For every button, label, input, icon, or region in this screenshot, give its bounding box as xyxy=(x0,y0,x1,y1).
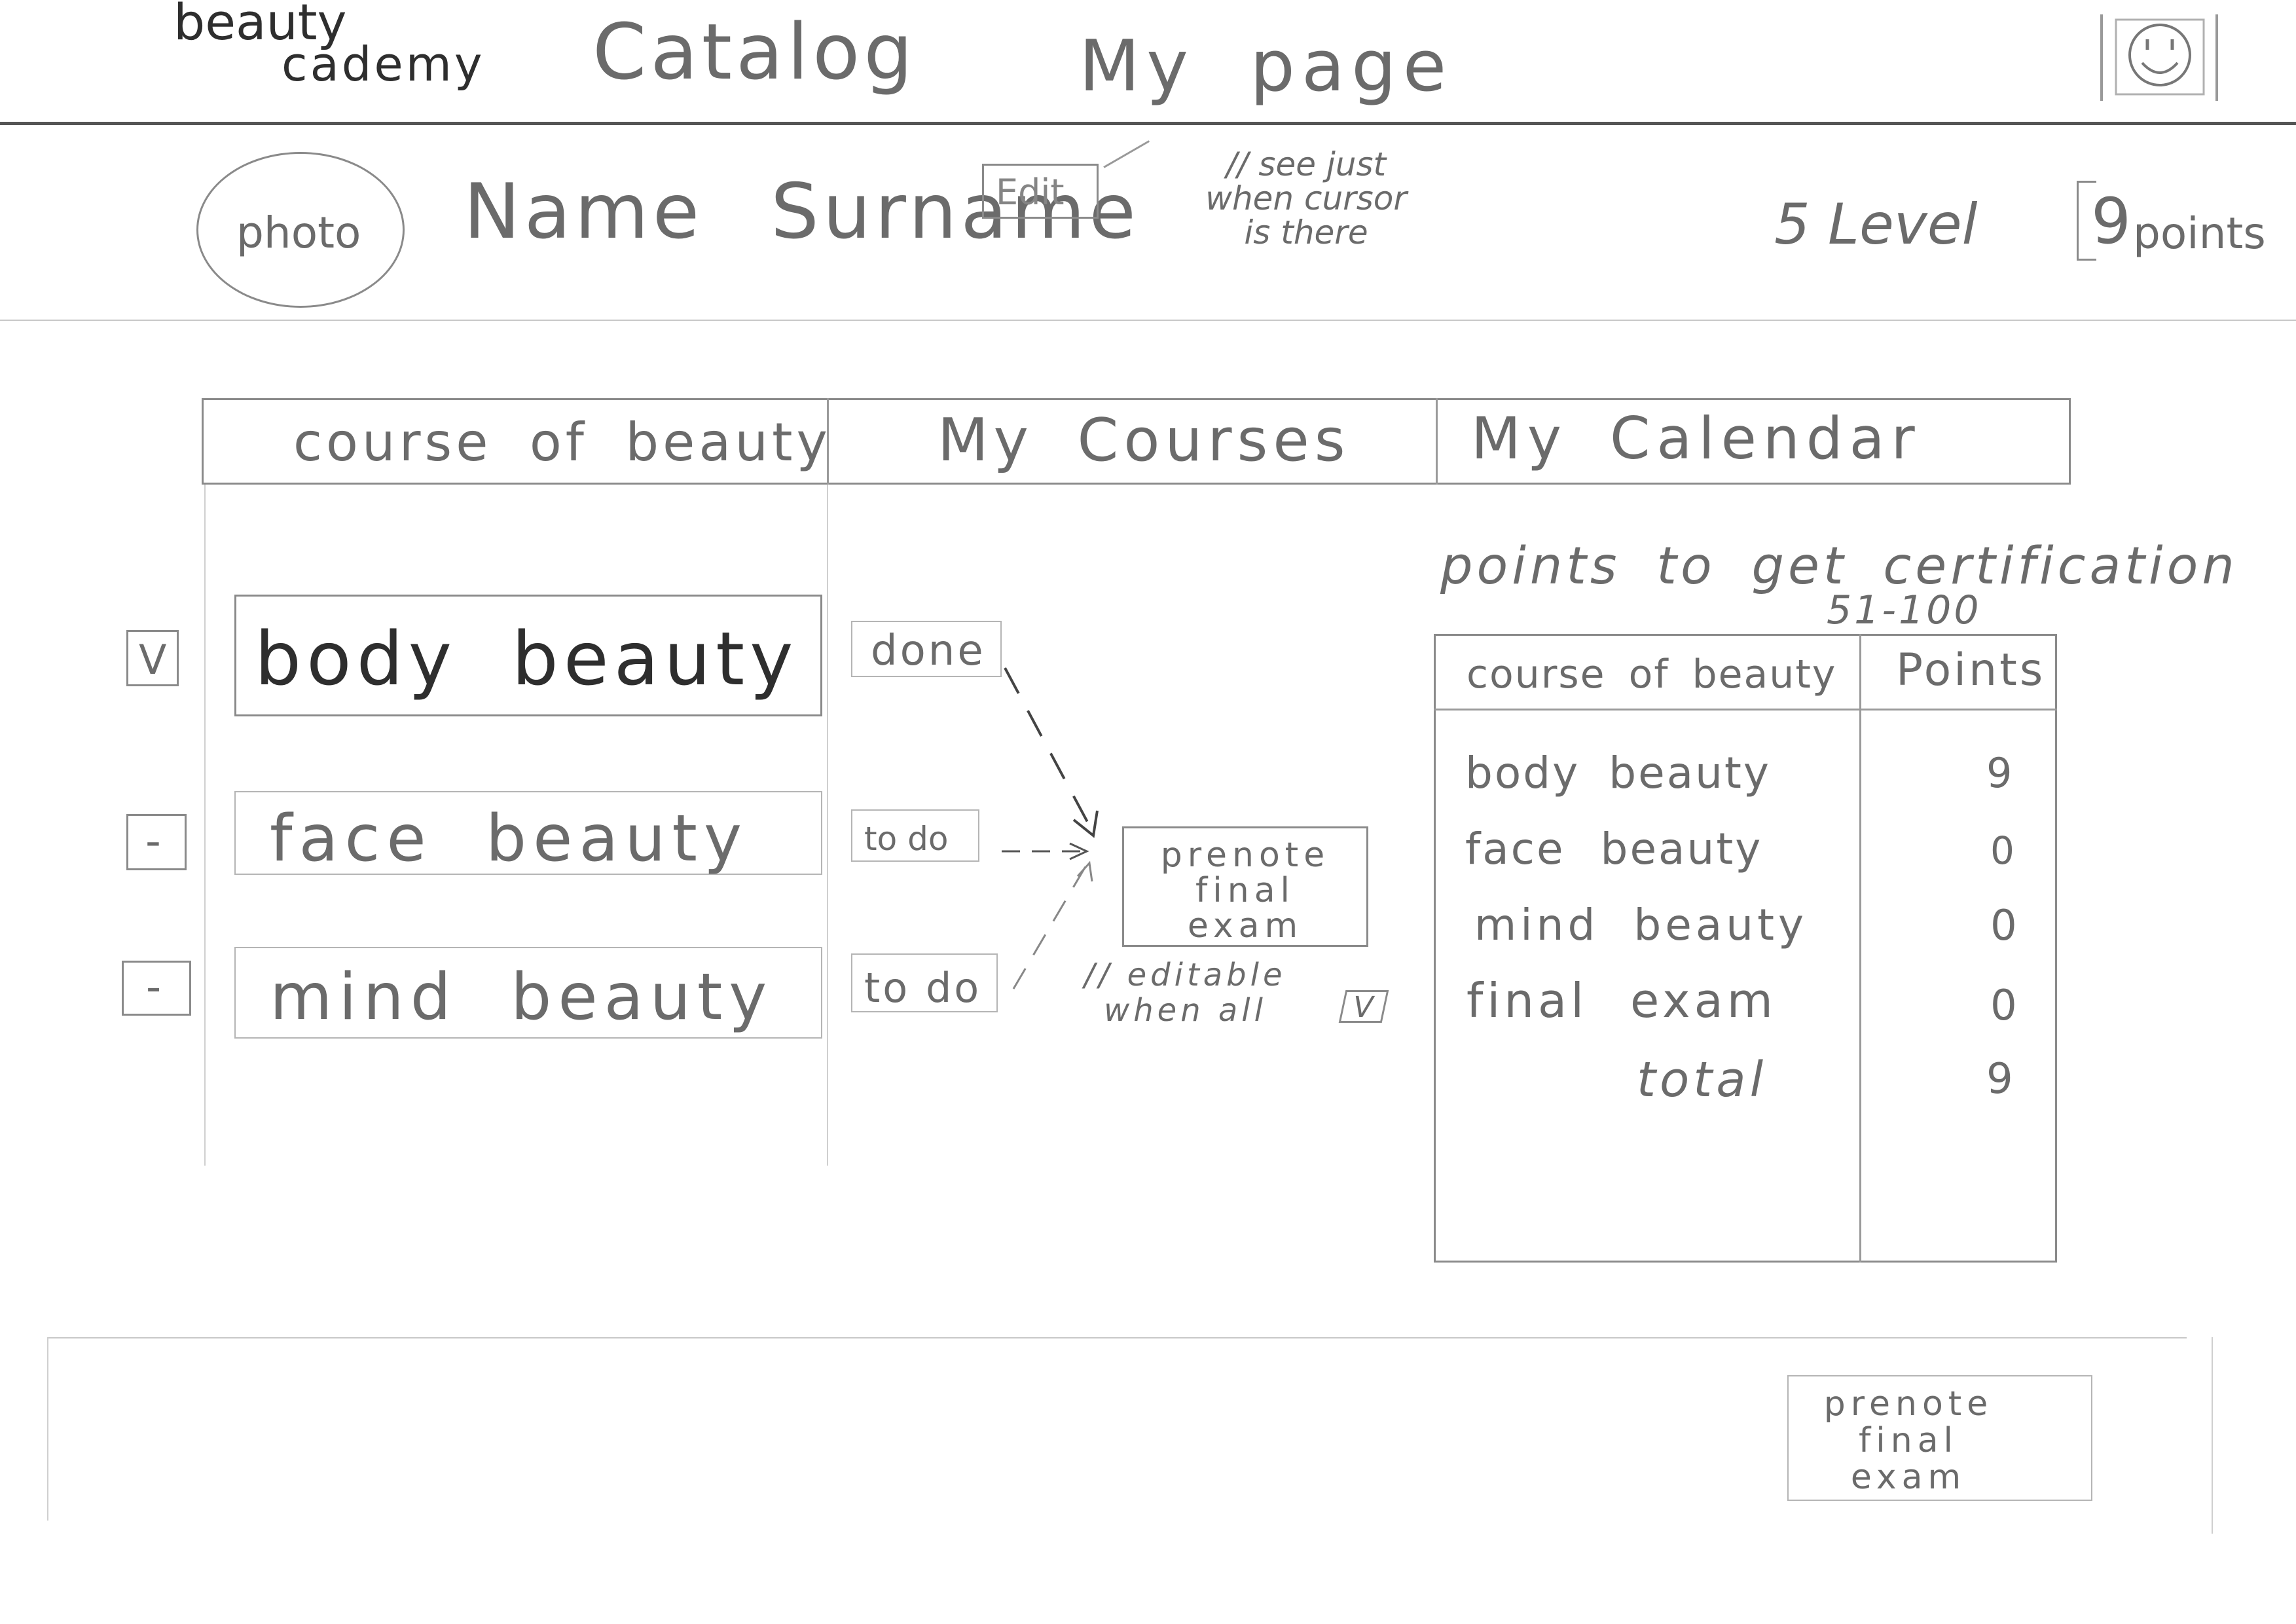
points-row-course-mind: mind beauty xyxy=(1474,900,1808,950)
nav-my-page[interactable]: My page xyxy=(1079,26,1453,107)
course-name-face: face beauty xyxy=(270,802,748,876)
points-total-label: total xyxy=(1637,1052,1768,1108)
course-checkbox-face[interactable]: - xyxy=(126,814,187,870)
user-level: 5 Level xyxy=(1774,192,1978,257)
profile-divider xyxy=(0,320,2296,321)
footer-prenote-line-2: final xyxy=(1858,1421,1959,1460)
prenote-line-1: prenote xyxy=(1160,836,1330,875)
points-row-course-final: final exam xyxy=(1467,973,1777,1028)
points-label: points xyxy=(2133,208,2266,259)
footer-top-line xyxy=(47,1337,2187,1338)
nav-catalog[interactable]: Catalog xyxy=(592,7,917,97)
prenote-note-check: V xyxy=(1349,991,1377,1024)
edit-note-pointer xyxy=(1103,140,1150,168)
course-status-mind[interactable]: to do xyxy=(851,953,998,1012)
course-item-mind-beauty[interactable]: mind beauty xyxy=(234,947,822,1039)
prenote-label: prenote final exam xyxy=(1137,838,1353,944)
course-checkbox-mind[interactable]: - xyxy=(122,961,191,1016)
edit-profile-button[interactable]: Edit xyxy=(982,164,1099,219)
profile-photo: photo xyxy=(196,152,405,308)
course-name-mind: mind beauty xyxy=(270,960,774,1035)
profile-name: Name Surname xyxy=(464,168,1140,256)
profile-photo-label: photo xyxy=(236,208,361,258)
course-check-face: - xyxy=(145,816,161,866)
left-panel-guide-2 xyxy=(827,485,828,1166)
points-table-header-divider xyxy=(1434,709,2057,710)
points-row-value-face: 0 xyxy=(1990,828,2014,873)
course-status-mind-label: to do xyxy=(864,964,982,1012)
points-row-value-body: 9 xyxy=(1986,749,2013,797)
course-status-body-label: done xyxy=(871,627,986,675)
points-row-course-body: body beauty xyxy=(1465,748,1771,798)
points-row-value-final: 0 xyxy=(1990,982,2017,1030)
logo[interactable]: beauty cademy xyxy=(173,0,540,102)
footer-prenote-final-exam-button[interactable]: prenote final exam xyxy=(1787,1375,2092,1501)
tab-divider-1 xyxy=(827,398,829,485)
prenote-final-exam-button[interactable]: prenote final exam xyxy=(1122,826,1368,947)
points-table-header-course: course of beauty xyxy=(1467,652,1837,697)
tab-my-courses[interactable]: My Courses xyxy=(938,406,1351,475)
footer-prenote-line-1: prenote xyxy=(1823,1384,1994,1424)
tab-divider-2 xyxy=(1436,398,1438,485)
prenote-note-line-2: when all xyxy=(1104,992,1267,1029)
points-value: 9 xyxy=(2091,185,2132,258)
prenote-note-line-1: // editable xyxy=(1084,957,1286,993)
footer-left-line xyxy=(47,1337,48,1521)
certification-range: 51-100 xyxy=(1827,587,1982,633)
certification-title: points to get certification xyxy=(1440,537,2238,596)
prenote-line-2: final xyxy=(1195,871,1296,910)
points-row-course-face: face beauty xyxy=(1465,824,1763,874)
tab-course-of-beauty[interactable]: course of beauty xyxy=(293,412,831,473)
course-status-face[interactable]: to do xyxy=(851,809,979,862)
edit-note-line-3: is there xyxy=(1244,213,1368,251)
points-table-col-divider xyxy=(1859,634,1861,1263)
course-status-body[interactable]: done xyxy=(851,621,1002,677)
course-check-body: V xyxy=(139,636,167,684)
tab-my-calendar[interactable]: My Calendar xyxy=(1471,405,1922,472)
user-points: 9 points xyxy=(2077,181,2273,266)
course-checkbox-body[interactable]: V xyxy=(126,630,179,686)
edit-note-line-2: when cursor xyxy=(1205,179,1407,217)
course-status-face-label: to do xyxy=(864,820,949,858)
edit-note-line-1: // see just xyxy=(1226,145,1387,183)
points-table-header-points: Points xyxy=(1896,644,2046,696)
course-item-body-beauty[interactable]: body beauty xyxy=(234,595,822,716)
course-name-body: body beauty xyxy=(255,617,799,702)
edit-profile-label: Edit xyxy=(996,172,1065,213)
course-check-mind: - xyxy=(146,963,162,1012)
footer-prenote-label: prenote final exam xyxy=(1800,1386,2016,1496)
logo-line-1: beauty xyxy=(173,0,347,51)
prenote-editable-note: // editable when all xyxy=(1080,957,1381,1028)
edit-visibility-note: // see just when cursor is there xyxy=(1162,147,1450,249)
logo-line-2: cademy xyxy=(282,37,485,92)
points-table xyxy=(1434,634,2057,1263)
course-item-face-beauty[interactable]: face beauty xyxy=(234,791,822,875)
tab-bar xyxy=(202,398,2071,485)
footer-right-line xyxy=(2212,1337,2213,1534)
points-bracket xyxy=(2077,181,2096,261)
prenote-line-3: exam xyxy=(1187,906,1303,946)
points-row-value-mind: 0 xyxy=(1990,902,2017,950)
points-total-value: 9 xyxy=(1986,1055,2013,1103)
smiley-face-icon xyxy=(2115,18,2205,96)
left-panel-guide-1 xyxy=(204,485,206,1166)
prenote-note-checkbox: V xyxy=(1338,990,1389,1024)
footer-prenote-line-3: exam xyxy=(1850,1458,1967,1497)
user-avatar-button[interactable] xyxy=(2100,14,2218,101)
header-divider xyxy=(0,122,2296,125)
